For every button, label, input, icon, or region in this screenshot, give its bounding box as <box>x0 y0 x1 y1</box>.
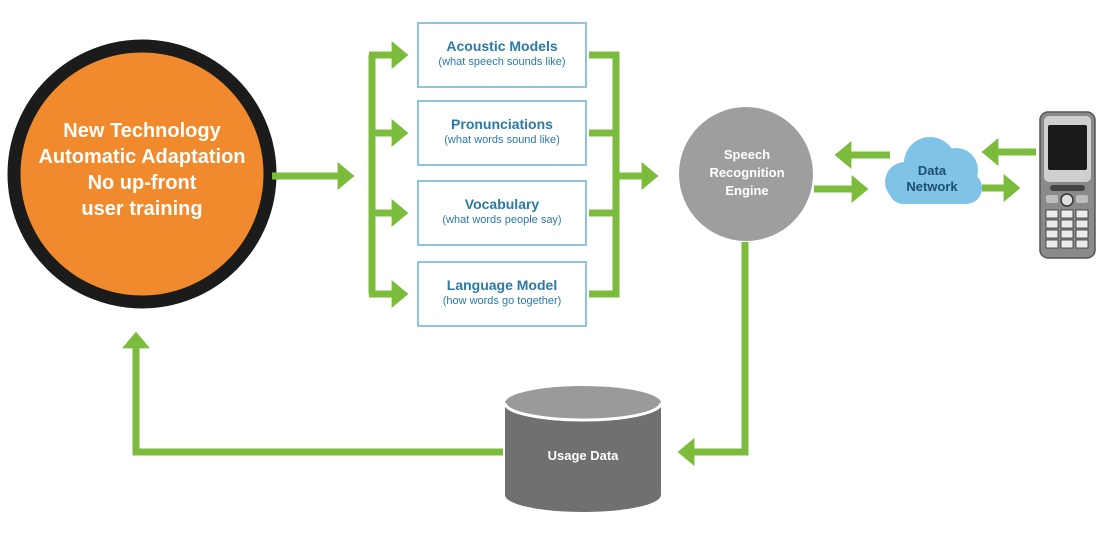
model-box-title: Pronunciations <box>451 116 553 132</box>
model-box-title: Vocabulary <box>464 196 540 212</box>
cloud-icon <box>885 137 982 204</box>
engine-line: Engine <box>725 183 769 198</box>
adaptation-line: No up-front <box>87 172 197 194</box>
model-box-pronunciations: Pronunciations (what words sound like) <box>417 100 587 166</box>
network-line: Data <box>917 163 947 178</box>
right-bracket <box>589 51 620 298</box>
model-box-acoustic: Acoustic Models (what speech sounds like… <box>417 22 587 88</box>
model-box-language: Language Model (how words go together) <box>417 261 587 327</box>
network-line: Network <box>906 179 958 194</box>
model-box-subtitle: (how words go together) <box>442 295 562 307</box>
model-box-subtitle: (what words people say) <box>442 214 562 226</box>
arrow-usage-data-to-circle <box>122 331 503 456</box>
speech-engine-circle <box>679 107 813 241</box>
usage-data-label: Usage Data <box>547 448 619 463</box>
adaptation-circle <box>7 39 277 309</box>
mobile-phone-icon <box>1039 111 1096 259</box>
adaptation-circle-label: New Technology Automatic Adaptation No u… <box>20 118 264 222</box>
model-box-title: Language Model <box>446 277 558 293</box>
model-box-title: Acoustic Models <box>446 38 558 54</box>
data-network-label: Data Network <box>884 163 980 195</box>
model-box-vocabulary: Vocabulary (what words people say) <box>417 180 587 246</box>
adaptation-line: Automatic Adaptation <box>38 146 246 168</box>
model-box-subtitle: (what words sound like) <box>444 134 560 146</box>
engine-line: Speech <box>723 147 771 162</box>
adaptation-line: user training <box>81 198 203 220</box>
engine-line: Recognition <box>709 165 785 180</box>
model-box-subtitle: (what speech sounds like) <box>438 56 566 68</box>
arrow-engine-to-usage-data <box>677 242 749 466</box>
adaptation-line: New Technology <box>63 120 221 142</box>
speech-engine-label: Speech Recognition Engine <box>682 146 812 200</box>
database-icon <box>503 386 663 512</box>
